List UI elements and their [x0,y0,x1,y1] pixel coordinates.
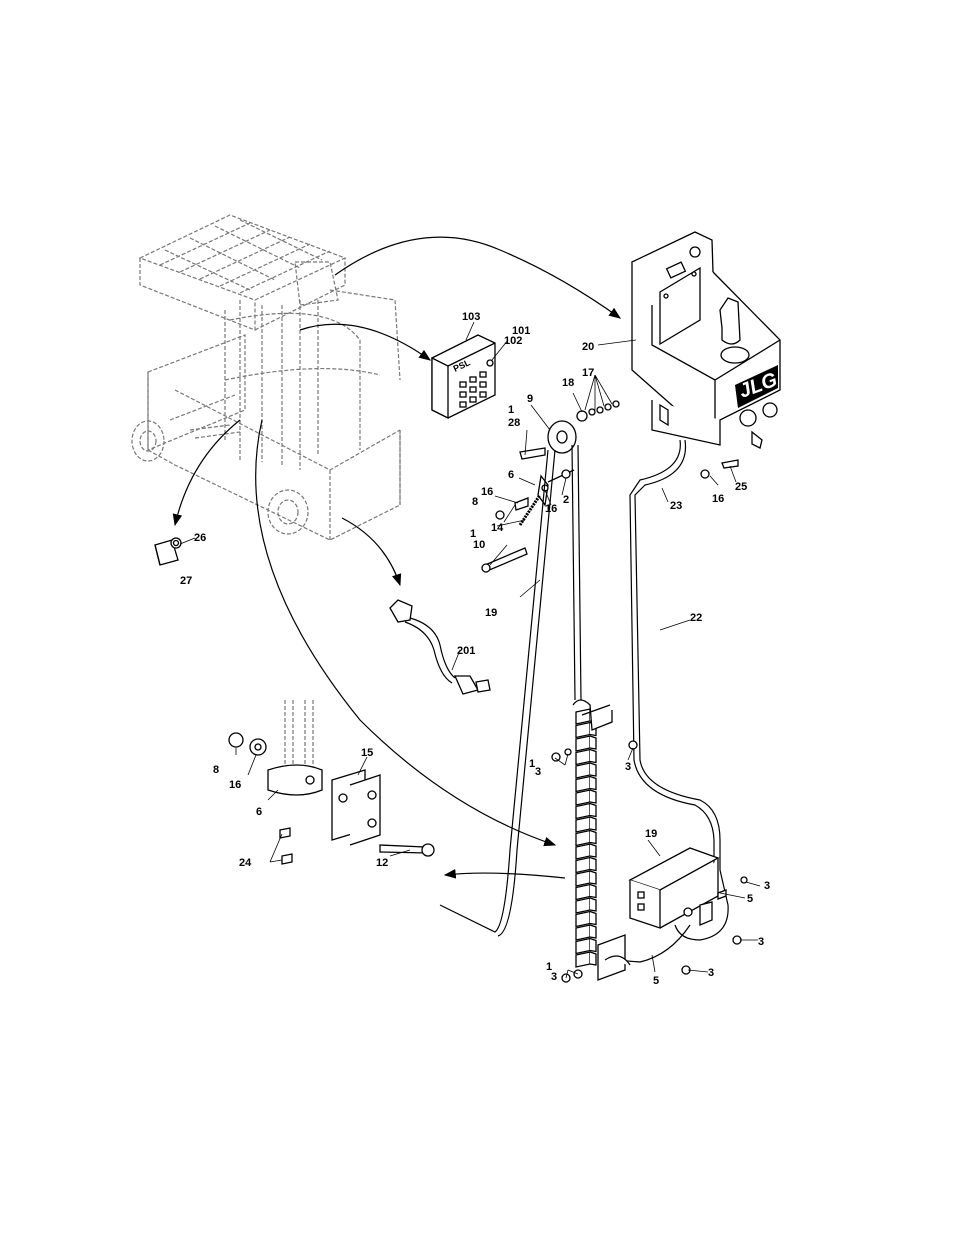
callout-14: 14 [491,522,504,534]
control-box: JLG [632,232,780,448]
chain-link [576,817,590,832]
callout-2: 2 [563,494,569,506]
chain-link [576,925,590,940]
callout-8a: 8 [472,496,478,508]
junction-box [630,848,747,974]
chain-link [576,790,590,805]
callout-103: 103 [462,311,480,323]
chain-link [576,750,590,765]
chain-link [576,885,590,900]
callout-18: 18 [562,377,574,389]
chain-link [576,831,590,846]
callout-3d: 3 [758,936,764,948]
callout-16c: 16 [712,493,724,505]
chain-link-side [590,939,596,952]
callout-22: 22 [690,612,702,624]
callout-17: 17 [582,367,594,379]
chain-link-side [590,817,596,830]
chain-link [576,898,590,913]
chain-link-side [590,858,596,871]
callout-23: 23 [670,500,682,512]
chain-link-side [590,750,596,763]
callout-201: 201 [457,645,475,657]
callout-20: 20 [582,341,594,353]
chain-link [576,871,590,886]
callout-3b: 3 [625,761,631,773]
chain-link [576,804,590,819]
callout-16a: 16 [481,486,493,498]
callout-28: 28 [508,417,520,429]
callout-8b: 8 [213,764,219,776]
chain-link-side [590,925,596,938]
callout-12: 12 [376,857,388,869]
keypad-assembly: PSL [432,335,495,418]
chain-link [576,939,590,954]
callout-16b: 16 [545,503,557,515]
chain-link [576,736,590,751]
chain-link-side [590,804,596,817]
callout-1a: 1 [508,404,514,416]
callout-19b: 19 [645,828,657,840]
chain-link-side [590,736,596,749]
chain-link [576,777,590,792]
chain-link [576,912,590,927]
cable-chain [576,709,596,967]
connector-27 [155,538,181,565]
callout-16d: 16 [229,779,241,791]
callout-19a: 19 [485,607,497,619]
callout-3e: 3 [708,967,714,979]
chain-link [576,763,590,778]
callout-25: 25 [735,481,747,493]
callout-10: 10 [473,539,485,551]
chain-link-side [590,871,596,884]
chain-link-side [590,777,596,790]
chain-link-side [590,844,596,857]
chain-link-side [590,885,596,898]
chain-link [576,952,590,967]
callout-3f: 3 [551,971,557,983]
detail-inset [229,700,434,864]
chain-link-side [590,898,596,911]
callout-15: 15 [361,747,373,759]
callout-3a: 3 [535,766,541,778]
callout-5b: 5 [653,975,659,987]
chain-link-side [590,790,596,803]
machine-outline [132,215,400,540]
callout-26: 26 [194,532,206,544]
callout-6a: 6 [508,469,514,481]
callout-24: 24 [239,857,252,869]
callout-102: 102 [504,335,522,347]
callout-5a: 5 [747,893,753,905]
chain-link-side [590,912,596,925]
callout-3c: 3 [764,880,770,892]
chain-link-side [590,763,596,776]
chain-link [576,723,590,738]
chain-link-side [590,831,596,844]
chain-link-side [590,952,596,965]
callout-6b: 6 [256,806,262,818]
callout-27: 27 [180,575,192,587]
chain-link [576,858,590,873]
chain-link [576,709,590,724]
chain-link [576,844,590,859]
callout-9: 9 [527,393,533,405]
